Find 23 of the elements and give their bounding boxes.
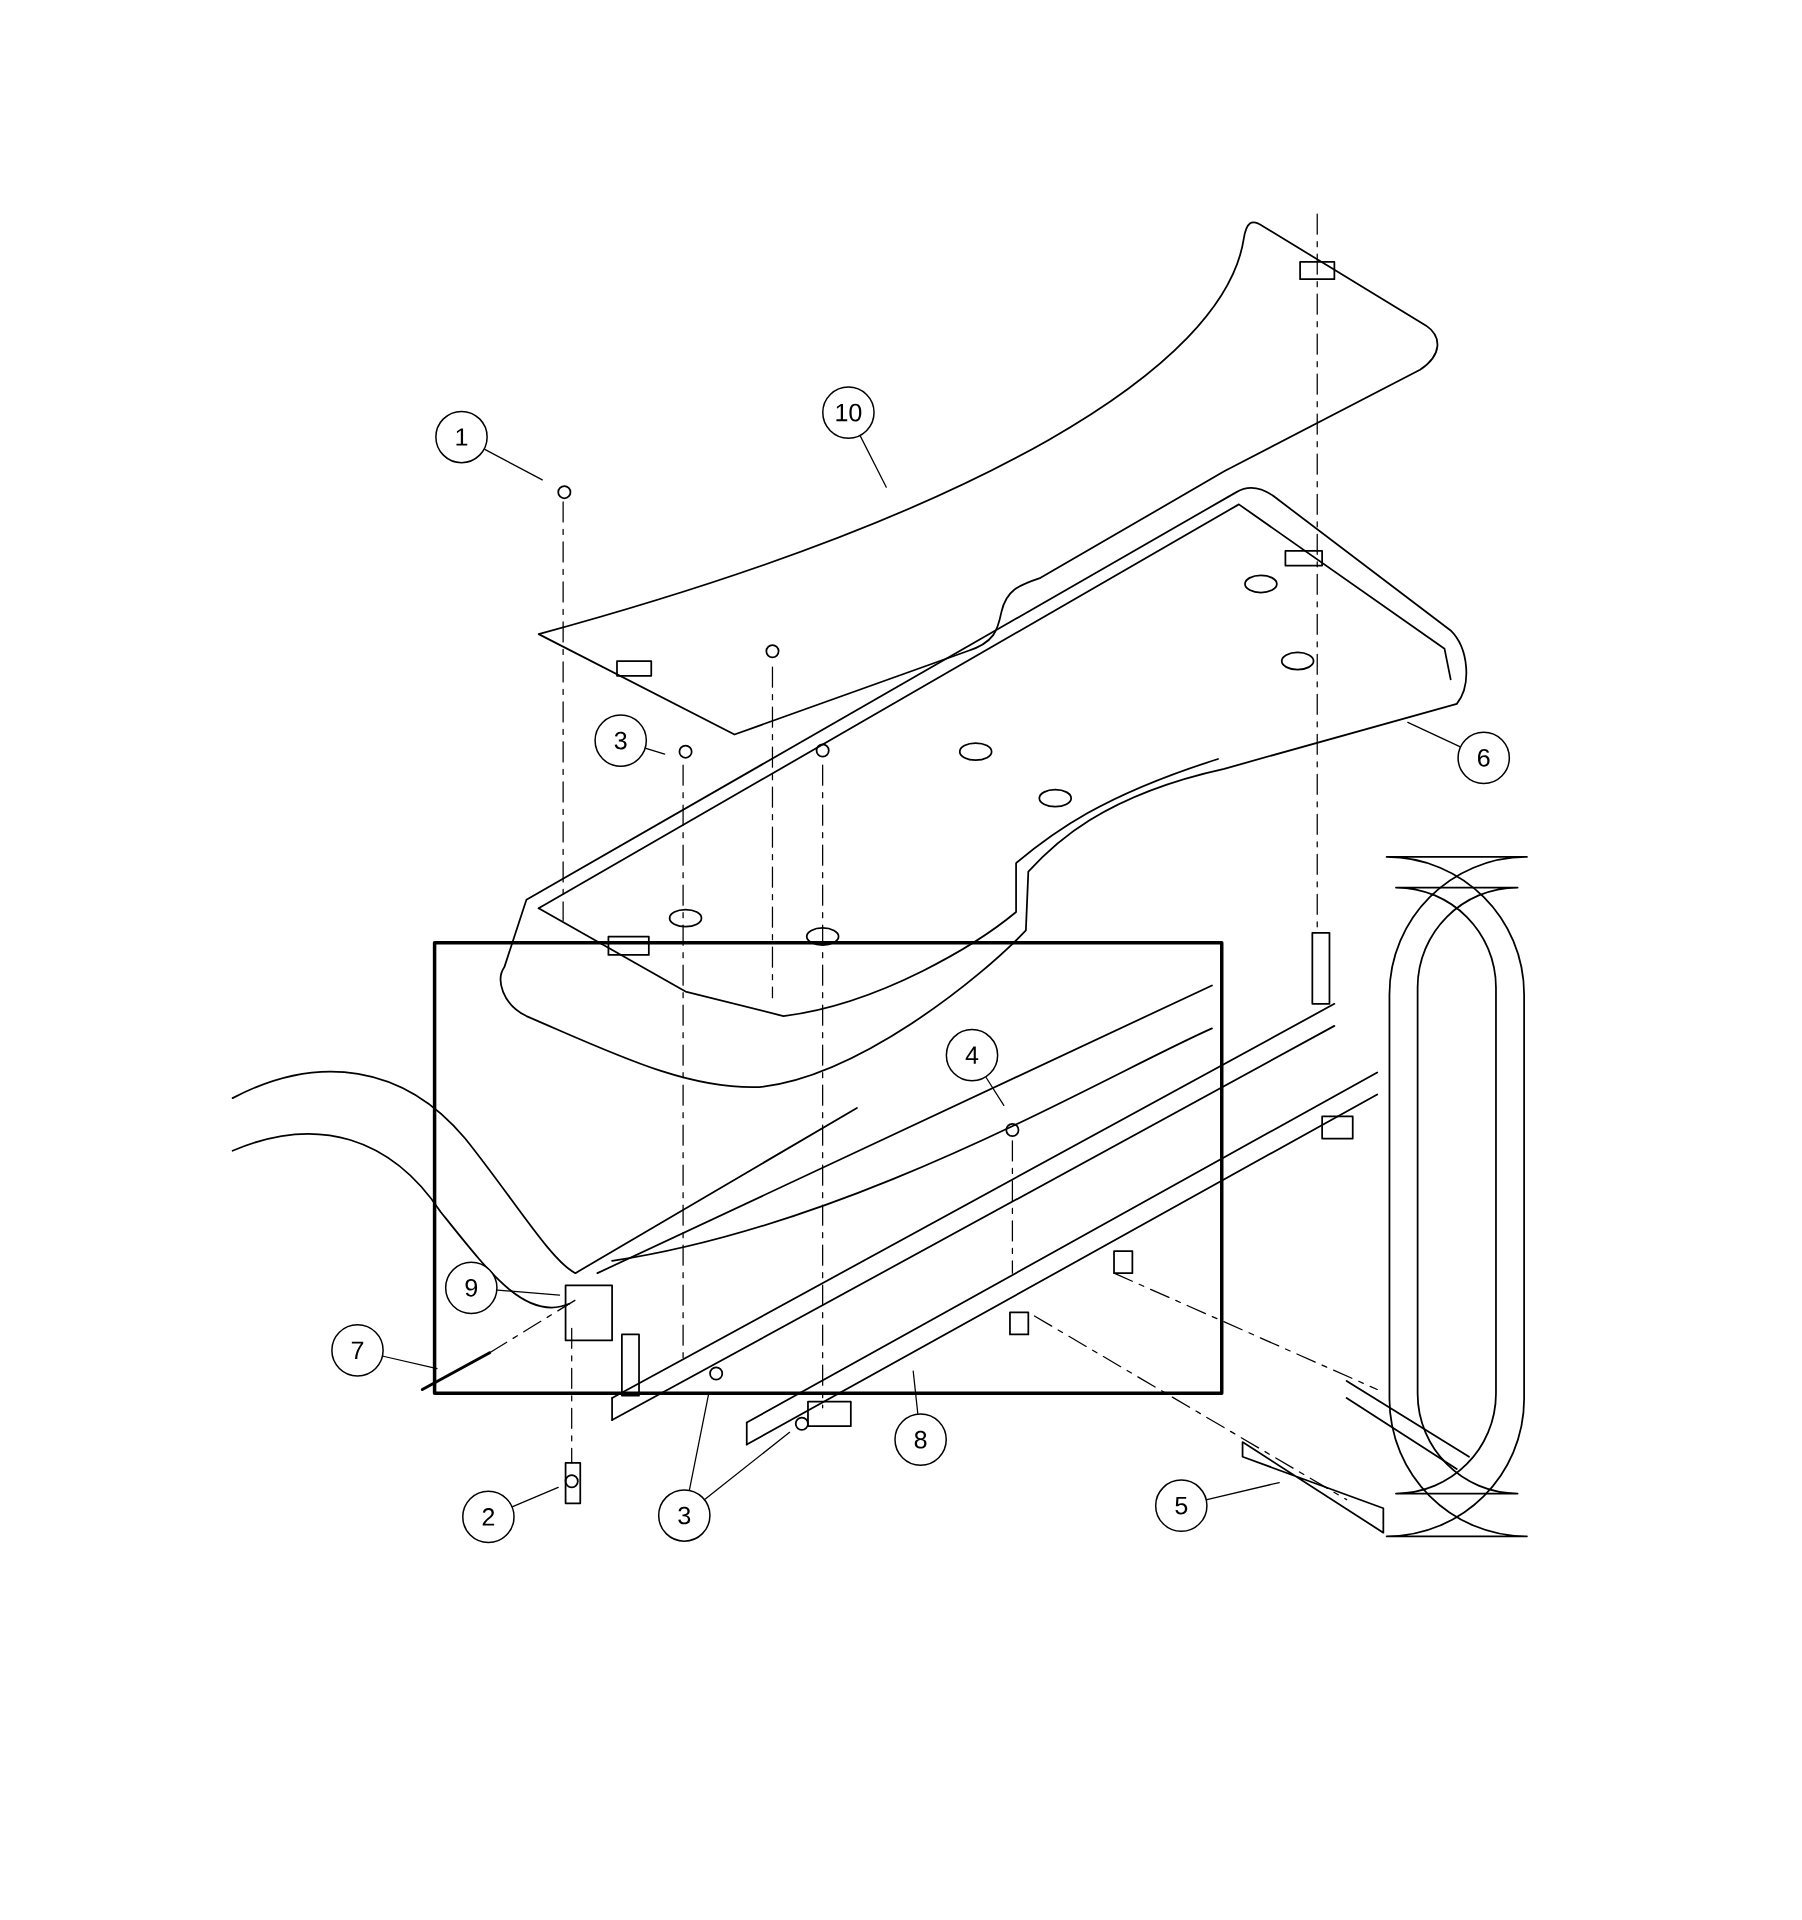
callout-number: 1	[435, 410, 488, 464]
leader-line	[985, 1076, 1005, 1107]
leader-line	[704, 1431, 791, 1500]
leader-line	[645, 747, 666, 755]
callout-number: 8	[894, 1413, 947, 1466]
leader-line	[912, 1370, 919, 1414]
callout-number: 9	[444, 1261, 498, 1315]
leader-line	[484, 448, 543, 481]
callout-number: 3	[594, 714, 648, 767]
leader-line	[688, 1392, 710, 1491]
callout-number: 10	[822, 386, 875, 439]
callout-number: 5	[1154, 1479, 1208, 1533]
callout-number: 2	[462, 1490, 515, 1544]
leader-line	[512, 1486, 559, 1508]
callout-number: 7	[331, 1323, 384, 1377]
leader-line	[1407, 721, 1461, 748]
leader-line	[1206, 1481, 1280, 1501]
callout-number: 6	[1457, 731, 1511, 785]
leader-line	[382, 1355, 438, 1370]
callout-number: 3	[657, 1489, 711, 1542]
leader-line	[859, 435, 887, 488]
callout-number: 4	[945, 1028, 999, 1082]
leader-line	[496, 1289, 561, 1296]
